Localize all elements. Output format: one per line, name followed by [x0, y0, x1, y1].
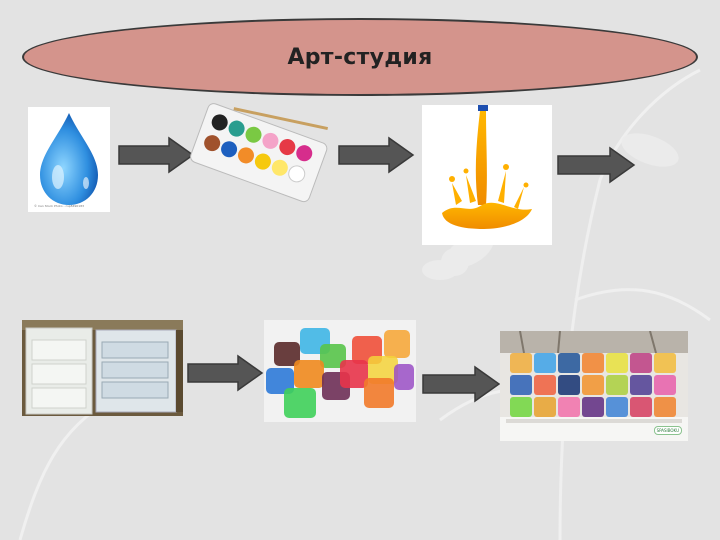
- water-drop-image: © Can Stock Photo - csp8490183: [28, 107, 110, 212]
- arrow-icon: [556, 146, 636, 184]
- freezer-image: [22, 320, 183, 416]
- arrow-icon: [186, 354, 264, 392]
- ice-brick-wall-image: SPASIBOKU: [500, 331, 688, 441]
- watercolor-palette-image: [190, 100, 330, 205]
- arrow-icon: [337, 136, 415, 174]
- title-banner: Арт-студия: [22, 18, 698, 96]
- image-badge: SPASIBOKU: [653, 426, 682, 435]
- arrow-icon: [421, 365, 501, 403]
- arrow-icon: [117, 136, 195, 174]
- image-watermark: © Can Stock Photo - csp8490183: [34, 204, 85, 208]
- paint-splash-image: [422, 105, 552, 245]
- slide-title: Арт-студия: [287, 44, 433, 70]
- colored-ice-cubes-image: [264, 320, 416, 422]
